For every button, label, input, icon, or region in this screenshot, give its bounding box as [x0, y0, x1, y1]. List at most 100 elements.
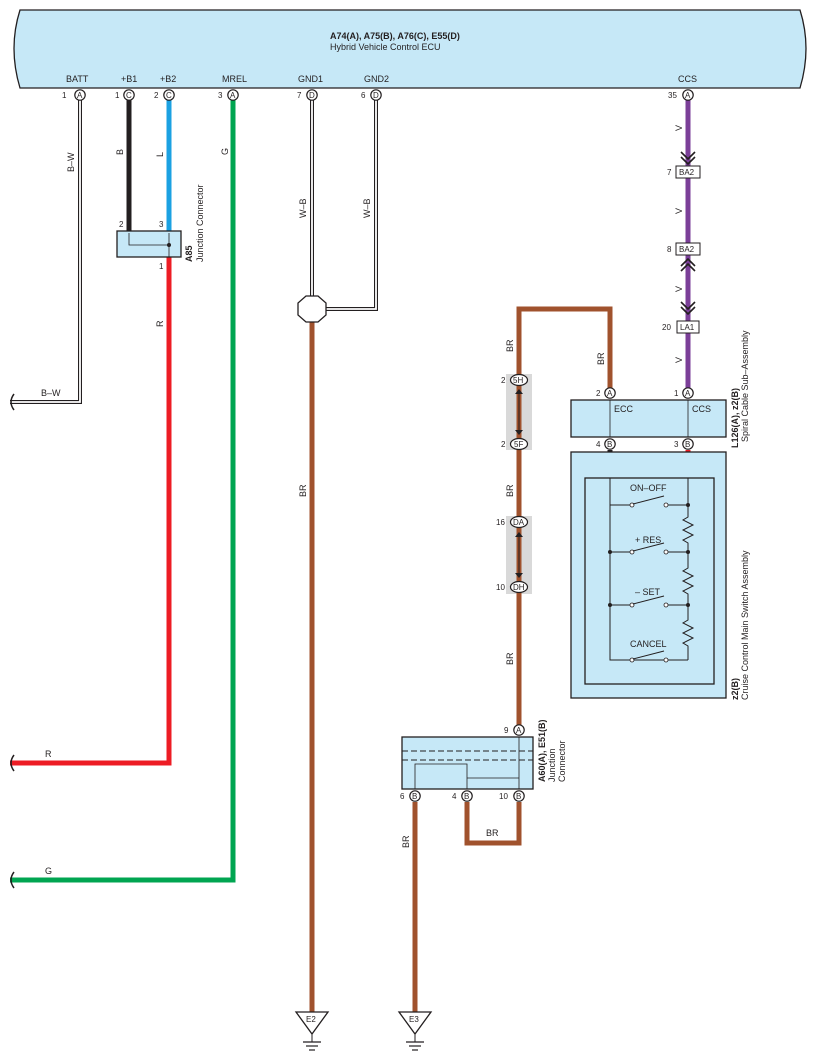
code-b: B: [115, 149, 125, 155]
code-br-ecc-left: BR: [505, 339, 515, 352]
a60-name-2: Connector: [557, 740, 567, 782]
inline-ba2-bottom: BA2 8: [667, 242, 701, 272]
code-g-horizontal: G: [45, 866, 52, 876]
spiral-pin-3: 3: [674, 440, 679, 449]
ba2-bottom-pin: 8: [667, 245, 672, 254]
code-br-e3: BR: [401, 835, 411, 848]
spiral-name: Spiral Cable Sub–Assembly: [740, 330, 750, 442]
wire-r: [10, 257, 172, 766]
cda-pin: 16: [496, 518, 505, 527]
cruise-switch: ON–OFF + RES – SET CANCEL z2(B) Cruise C…: [570, 451, 750, 700]
spiral-pin-2: 2: [596, 389, 601, 398]
c5h-pin: 2: [501, 376, 506, 385]
a60-pin-4-conn: B: [464, 792, 469, 801]
ba2-top-code: BA2: [679, 168, 695, 177]
code-v-1: V: [674, 125, 684, 131]
code-br-ecc-right: BR: [596, 352, 606, 365]
pin-batt-conn: A: [77, 91, 83, 100]
cdh-pin: 10: [496, 583, 505, 592]
code-v-4: V: [674, 357, 684, 363]
pin-mrel: 3: [218, 91, 223, 100]
c5f-code: 5F: [514, 440, 523, 449]
inline-da-dh: DA 16 DH 10: [496, 515, 532, 594]
spiral-ccs-label: CCS: [692, 404, 711, 414]
a85-pin-1: 1: [159, 262, 164, 271]
ecu-box: A74(A), A75(B), A76(C), E55(D) Hybrid Ve…: [13, 9, 807, 89]
ground-e3-label: E3: [409, 1015, 419, 1024]
a60-pin-6: 6: [400, 792, 405, 801]
pin-gnd1: 7: [297, 91, 302, 100]
wire-br-loop: [464, 802, 522, 846]
spiral-code: L126(A), z2(B): [730, 388, 740, 448]
a60-pin-10: 10: [499, 792, 508, 801]
spiral-pin-3-conn: B: [685, 440, 690, 449]
pin-b2-conn: C: [166, 91, 172, 100]
terminal-ccs-label: CCS: [678, 74, 697, 84]
cruise-switch-code: z2(B): [730, 678, 740, 700]
code-br-lower: BR: [505, 652, 515, 665]
ecu-connectors-label: A74(A), A75(B), A76(C), E55(D): [330, 31, 460, 41]
spiral-pin-2-conn: A: [607, 389, 613, 398]
pin-gnd2: 6: [361, 91, 366, 100]
pin-gnd2-conn: D: [373, 91, 379, 100]
code-r-horizontal: R: [45, 749, 52, 759]
cruise-switch-name: Cruise Control Main Switch Assembly: [740, 550, 750, 700]
switch-on-off: ON–OFF: [630, 483, 667, 493]
a60-pin-6-conn: B: [412, 792, 417, 801]
cdh-code: DH: [513, 583, 525, 592]
la1-code: LA1: [680, 323, 695, 332]
code-bw-horizontal: B–W: [41, 388, 61, 398]
splice-gnd: [297, 295, 327, 323]
a60-pin-9: 9: [504, 726, 509, 735]
terminal-batt-label: BATT: [66, 74, 89, 84]
inline-5h-5f: 5H 2 5F 2: [501, 373, 532, 451]
ground-e3-icon: E3: [397, 1011, 433, 1051]
ba2-top-pin: 7: [667, 168, 672, 177]
ecu-terminal-labels: BATT +B1 +B2 MREL GND1 GND2 CCS: [66, 74, 697, 84]
ground-e2-label: E2: [306, 1015, 316, 1024]
a60-pin-4: 4: [452, 792, 457, 801]
inline-ba2-top: BA2 7: [667, 151, 701, 179]
ecu-pins: 1 A 1 C 2 C 3 A 7 D 6 D 35 A: [62, 89, 694, 101]
spiral-ecc-label: ECC: [614, 404, 634, 414]
pin-b2: 2: [154, 91, 159, 100]
switch-set: – SET: [635, 587, 661, 597]
a60-pin-10-conn: B: [516, 792, 521, 801]
code-v-3: V: [674, 286, 684, 292]
pin-b1: 1: [115, 91, 120, 100]
pin-batt: 1: [62, 91, 67, 100]
a60-name-1: Junction: [547, 748, 557, 782]
code-g: G: [220, 148, 230, 155]
terminal-mrel-label: MREL: [222, 74, 247, 84]
switch-cancel: CANCEL: [630, 639, 667, 649]
code-br-e2: BR: [298, 484, 308, 497]
c5f-pin: 2: [501, 440, 506, 449]
a60-code: A60(A), E51(B): [537, 719, 547, 782]
inline-la1: LA1 20: [662, 301, 700, 334]
pin-ccs: 35: [668, 91, 677, 100]
cda-code: DA: [513, 518, 525, 527]
code-bw-vertical: B–W: [66, 152, 76, 172]
pin-mrel-conn: A: [230, 91, 236, 100]
a60-pin-9-conn: A: [516, 726, 522, 735]
code-r-vertical: R: [155, 320, 165, 327]
junction-a85: 2 3 1 A85 Junction Connector: [116, 184, 205, 271]
la1-pin: 20: [662, 323, 671, 332]
ground-e2-icon: E2: [294, 1011, 330, 1051]
code-br-loop: BR: [486, 828, 499, 838]
spiral-pin-4-conn: B: [607, 440, 612, 449]
terminal-gnd2-label: GND2: [364, 74, 389, 84]
wire-g: [10, 100, 236, 883]
terminal-b1-label: +B1: [121, 74, 137, 84]
code-l: L: [155, 152, 165, 157]
c5h-code: 5H: [513, 376, 523, 385]
pin-ccs-conn: A: [685, 91, 691, 100]
code-wb-gnd2: W–B: [362, 198, 372, 218]
junction-a60: 9 A 6 B 4 B 10 B A60(A), E51(B) Junction…: [400, 719, 567, 802]
code-br-mid: BR: [505, 484, 515, 497]
break-marks: [10, 393, 15, 889]
wire-wb-gnd2: [326, 100, 378, 311]
a85-pin-2: 2: [119, 220, 124, 229]
spiral-pin-1: 1: [674, 389, 679, 398]
wire-bw: [10, 100, 82, 404]
